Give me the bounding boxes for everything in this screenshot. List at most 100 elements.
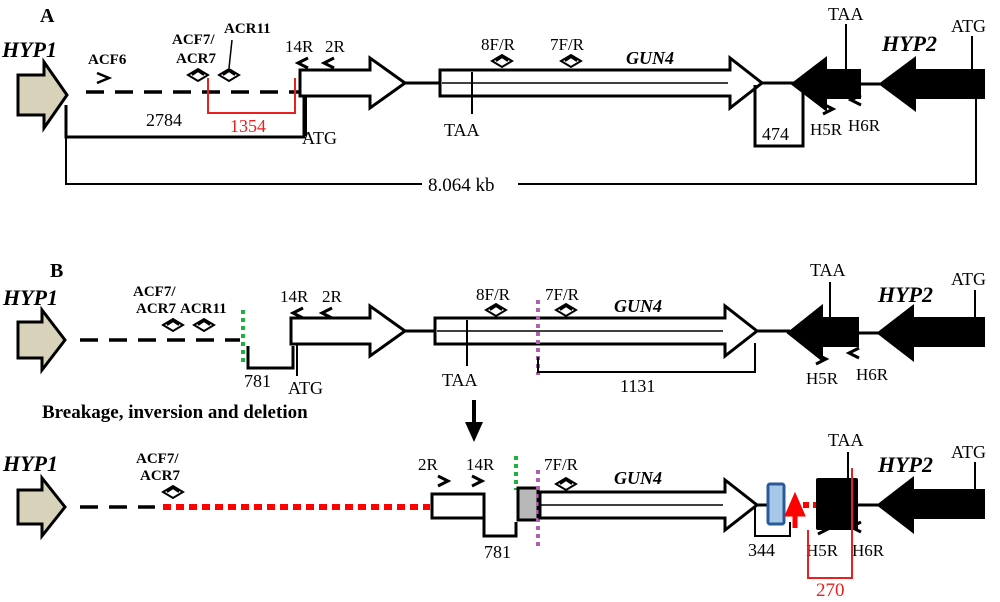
acr11-primer-icon-b xyxy=(192,317,216,333)
acf7-acr7-primer-icon xyxy=(186,67,210,83)
bracket-781-b xyxy=(246,346,295,370)
h6r-label-b: H6R xyxy=(856,365,889,384)
acr11-label-b: ACR11 xyxy=(180,301,227,317)
p7fr-primer-icon-b xyxy=(554,302,578,318)
h6r-primer-icon xyxy=(847,93,862,107)
rearrangement-caption: Breakage, inversion and deletion xyxy=(42,402,308,423)
atg-left-label: ATG xyxy=(302,128,337,148)
acr11-primer-icon xyxy=(217,67,241,83)
panel-rearranged: HYP1 ACF7/ ACR7 2R 14R 781 GUN4 7F/R 344 xyxy=(2,430,986,601)
p8fr-label-b: 8F/R xyxy=(476,285,511,304)
length-1354-label: 1354 xyxy=(230,116,266,136)
taa-right-label-b: TAA xyxy=(810,260,846,280)
gun4-label-c: GUN4 xyxy=(614,468,662,488)
p2r-label-c: 2R xyxy=(418,455,439,474)
panel-b-label: B xyxy=(50,260,63,282)
bracket-2784 xyxy=(64,85,306,139)
gun4-exon1-arrow xyxy=(298,55,408,111)
p7fr-primer-icon-c xyxy=(554,476,578,492)
acf7-acr7-primer-icon-c xyxy=(161,484,185,500)
hyp2-gene-arrow-b xyxy=(876,303,985,363)
acf7-label-b: ACF7/ xyxy=(133,284,176,300)
panel-b: B HYP1 ACF7/ ACR7 ACR11 781 ATG 14R 2R G… xyxy=(2,260,986,398)
h5r-label-c: H5R xyxy=(806,541,839,560)
blue-insert-box xyxy=(766,482,786,526)
hyp2-exon-arrow-b xyxy=(786,303,859,363)
taa-left-label-b: TAA xyxy=(442,370,478,390)
acr7-label: ACR7 xyxy=(176,51,216,67)
p7fr-label-c: 7F/R xyxy=(544,455,579,474)
bracket-474 xyxy=(753,85,805,148)
p8fr-primer-icon-b xyxy=(484,302,508,318)
bracket-344 xyxy=(754,508,791,537)
length-270-label: 270 xyxy=(816,580,845,601)
hyp2-gene-arrow-c xyxy=(876,475,985,535)
length-781-label-c: 781 xyxy=(484,542,511,562)
taa-right-label: TAA xyxy=(828,4,864,24)
p14r-label: 14R xyxy=(285,37,314,56)
hyp2-label-c: HYP2 xyxy=(877,452,933,477)
length-474-label: 474 xyxy=(762,124,789,144)
hyp2-exon-box-c xyxy=(816,478,858,530)
p14r-label-c: 14R xyxy=(466,455,495,474)
taa-left-label: TAA xyxy=(444,120,480,140)
gray-junction-box xyxy=(516,486,540,522)
inverted-fragment-box xyxy=(430,492,486,520)
acf6-label: ACF6 xyxy=(88,52,127,68)
acr7-label-c: ACR7 xyxy=(140,468,180,484)
acf7-acr7-primer-icon-b xyxy=(161,317,185,333)
length-total-label: 8.064 kb xyxy=(428,175,495,196)
p2r-primer-icon xyxy=(320,56,335,70)
h6r-primer-icon-b xyxy=(845,346,860,360)
acr11-pointer xyxy=(228,39,233,69)
length-781-label-b: 781 xyxy=(244,371,271,391)
p2r-primer-icon-b xyxy=(318,306,333,320)
atg-left-label-b: ATG xyxy=(288,378,323,398)
acf6-primer-icon xyxy=(96,71,113,85)
p2r-label-b: 2R xyxy=(322,287,343,306)
gun4-label: GUN4 xyxy=(626,48,674,68)
hyp1-label-b: HYP1 xyxy=(2,285,58,310)
h5r-primer-icon-b xyxy=(815,352,830,366)
gun4-label-b: GUN4 xyxy=(614,296,662,316)
h5r-label: H5R xyxy=(810,120,843,139)
panel-a: A HYP1 ACF6 ACF7/ ACR7 ACR11 1354 2784 A… xyxy=(1,4,986,196)
p14r-primer-icon-c xyxy=(471,474,486,488)
hyp2-label: HYP2 xyxy=(881,31,937,56)
hyp1-gene-arrow-c xyxy=(16,473,67,541)
deletion-bracket-1354 xyxy=(207,78,296,114)
bracket-total xyxy=(65,98,977,185)
atg-right-label: ATG xyxy=(951,16,986,36)
hyp2-gene-arrow-a xyxy=(878,56,985,112)
hyp1-gene-arrow-b xyxy=(16,305,67,375)
p14r-primer-icon-b xyxy=(289,306,304,320)
acf7-label: ACF7/ xyxy=(172,32,215,48)
h6r-label-c: H6R xyxy=(852,541,885,560)
panel-a-label: A xyxy=(40,5,55,27)
p2r-primer-icon-c xyxy=(437,474,452,488)
h5r-primer-icon-c xyxy=(817,522,832,536)
h5r-label-b: H5R xyxy=(806,369,839,388)
p2r-label: 2R xyxy=(325,37,346,56)
red-inversion-arrow xyxy=(784,491,806,528)
atg-right-label-b: ATG xyxy=(951,269,986,289)
deletion-bracket-270 xyxy=(807,468,853,579)
p7fr-label-b: 7F/R xyxy=(545,285,580,304)
p8fr-primer-icon xyxy=(490,53,514,69)
down-arrow-head xyxy=(465,422,483,442)
h6r-label: H6R xyxy=(848,116,881,135)
acr11-label: ACR11 xyxy=(224,21,271,37)
gun4-exon1-arrow-b xyxy=(289,303,408,359)
h5r-primer-icon xyxy=(822,102,837,116)
length-2784-label: 2784 xyxy=(146,110,182,130)
hyp1-gene-arrow xyxy=(16,57,69,133)
p7fr-primer-icon xyxy=(559,53,583,69)
p7fr-label: 7F/R xyxy=(550,35,585,54)
bracket-781-c xyxy=(482,518,518,538)
p14r-label-b: 14R xyxy=(280,287,309,306)
p8fr-label: 8F/R xyxy=(481,35,516,54)
length-344-label: 344 xyxy=(748,540,775,560)
hyp2-label-b: HYP2 xyxy=(877,282,933,307)
bracket-1131 xyxy=(537,343,756,373)
hyp1-label-c: HYP1 xyxy=(2,451,58,476)
